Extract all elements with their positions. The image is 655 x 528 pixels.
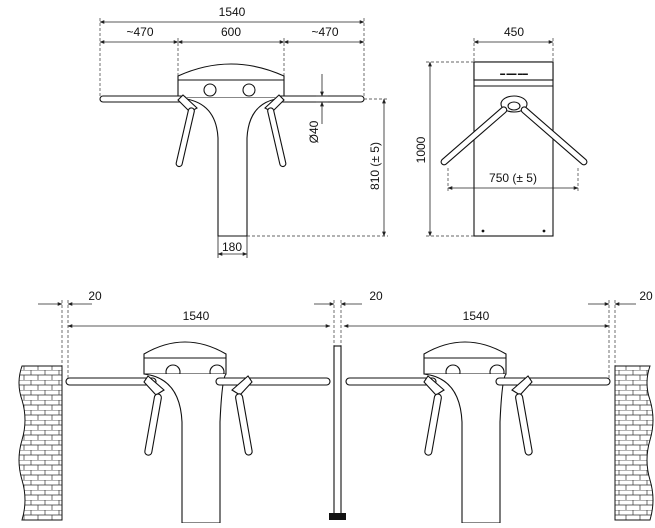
front-view: 1540 ~470 600 ~470 Ø40 810 (± 5) 180 — [99, 5, 388, 258]
front-head-light — [203, 83, 217, 97]
install-dim-passage-right: 1540 — [463, 309, 490, 323]
side-dim-arm-span: 750 (± 5) — [489, 171, 537, 185]
side-hub — [500, 95, 528, 113]
front-arm-right — [276, 95, 365, 103]
front-arm-angled-right — [267, 107, 287, 168]
center-post — [333, 345, 342, 515]
front-dim-right-arm: ~470 — [311, 25, 338, 39]
front-pillar — [177, 97, 285, 237]
installation-view: 20 20 20 1540 1540 — [18, 289, 654, 524]
front-dim-arm-diameter: Ø40 — [307, 120, 321, 143]
side-dim-depth: 450 — [504, 25, 524, 39]
side-dim-height: 1000 — [414, 136, 428, 163]
turnstile-right — [345, 341, 611, 524]
wall-left — [18, 365, 63, 521]
front-head-light — [242, 83, 256, 97]
front-dim-arm-height: 810 (± 5) — [368, 142, 382, 190]
front-arm-angled-left — [175, 107, 195, 168]
side-body — [473, 61, 554, 237]
install-dim-gap-left: 20 — [88, 289, 102, 303]
turnstile-left — [65, 341, 331, 524]
install-dim-passage-left: 1540 — [183, 309, 210, 323]
svg-text:▬ ▬▬ ▬▬: ▬ ▬▬ ▬▬ — [500, 71, 528, 77]
center-post-base — [329, 513, 346, 520]
install-dim-gap-right: 20 — [639, 289, 653, 303]
front-dim-base: 180 — [222, 240, 242, 254]
front-dim-overall: 1540 — [219, 5, 246, 19]
front-dim-center: 600 — [221, 25, 241, 39]
side-head — [473, 61, 554, 81]
side-arm-right — [520, 106, 588, 166]
front-head — [177, 63, 285, 99]
wall-right — [614, 365, 654, 521]
front-dim-left-arm: ~470 — [126, 25, 153, 39]
install-dim-gap-mid: 20 — [369, 289, 383, 303]
side-view: ▬ ▬▬ ▬▬ 450 1000 750 (± 5) — [414, 25, 588, 237]
front-arm-left — [99, 95, 187, 103]
side-arm-left — [440, 106, 508, 166]
